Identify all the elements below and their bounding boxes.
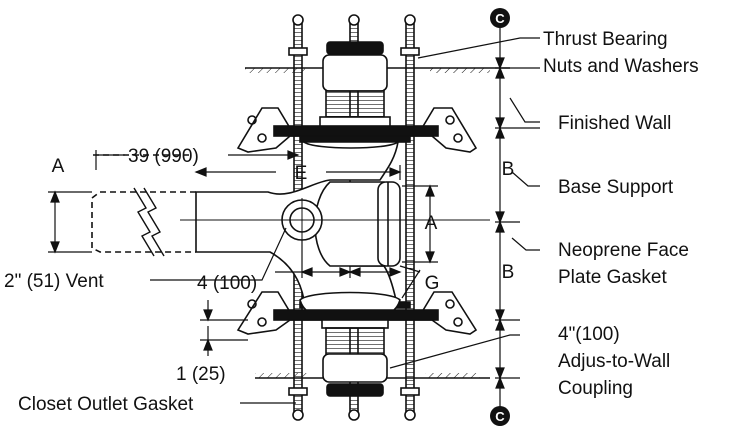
dim-letter-a-right: A	[425, 213, 438, 234]
thrust-bearing-label-2: Nuts and Washers	[543, 56, 699, 77]
centerline-vertical	[495, 28, 540, 408]
dim-letter-b-bottom: B	[502, 262, 515, 283]
dimension-a-right	[402, 184, 438, 264]
leader-lines	[150, 37, 540, 404]
thrust-bearing-label-1: Thrust Bearing	[543, 29, 668, 50]
dimension-a-left	[48, 190, 92, 254]
svg-text:C: C	[495, 11, 505, 26]
dim-letter-g: G	[425, 273, 440, 294]
dim-1-label: 1 (25)	[176, 364, 226, 385]
top-base-support	[236, 107, 478, 153]
dim-39-label: 39 (990)	[128, 146, 199, 167]
neoprene-label-2: Plate Gasket	[558, 267, 667, 288]
dashed-extension	[91, 154, 196, 253]
closet-gasket-label: Closet Outlet Gasket	[18, 394, 194, 415]
dim-4-label: 4 (100)	[197, 273, 257, 294]
neoprene-label-1: Neoprene Face	[558, 240, 689, 261]
dim-letter-a-left: A	[52, 156, 65, 177]
coupling-label-3: Coupling	[558, 378, 633, 399]
coupling-label-2: Adjus-to-Wall	[558, 351, 670, 372]
top-coupling	[319, 41, 391, 128]
finished-wall-label: Finished Wall	[558, 113, 671, 134]
dimension-1	[200, 300, 248, 356]
dim-letter-b-top: B	[502, 159, 515, 180]
svg-text:C: C	[495, 409, 505, 424]
dimension-e	[194, 165, 402, 180]
fitting-body	[195, 141, 401, 311]
centerline-marker-bottom: C	[490, 406, 510, 426]
centerline-marker-top: C	[490, 8, 510, 28]
base-support-label: Base Support	[558, 177, 674, 198]
coupling-label-1: 4"(100)	[558, 324, 620, 345]
dimension-4	[275, 240, 421, 278]
vent-label: 2" (51) Vent	[4, 271, 104, 292]
dim-letter-e: E	[295, 163, 308, 184]
threaded-stud-right	[400, 14, 420, 421]
break-symbol	[133, 187, 165, 257]
dimension-39	[95, 150, 300, 170]
bottom-coupling	[321, 319, 389, 397]
